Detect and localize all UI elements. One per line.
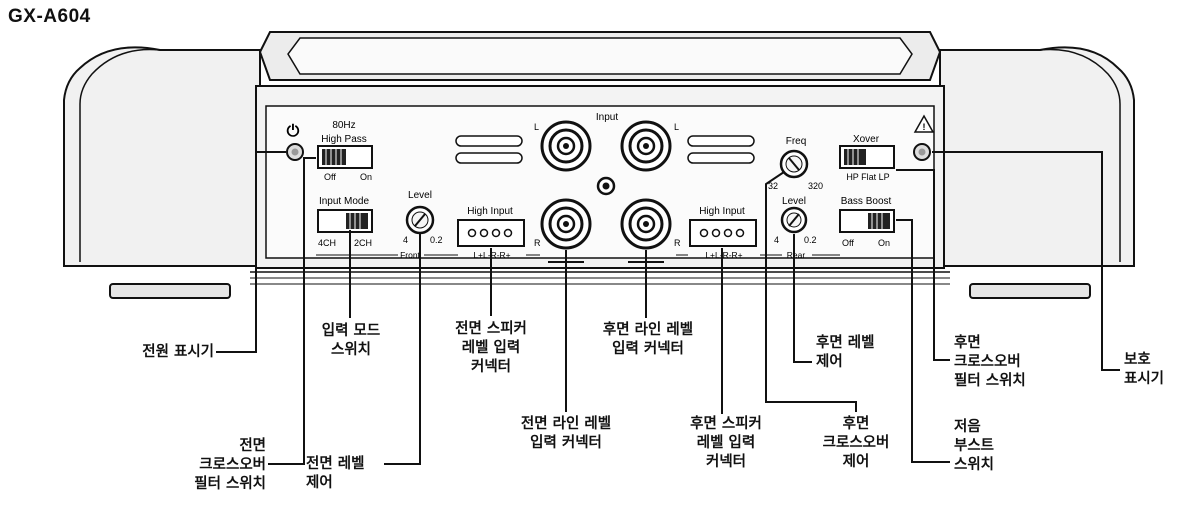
rear-level-knob[interactable] (780, 206, 808, 234)
freq-max: 320 (808, 181, 823, 191)
freq-min: 32 (768, 181, 778, 191)
rear-level-label: Level (782, 196, 806, 207)
input-front-l-label: L (534, 122, 539, 132)
left-foot (109, 283, 231, 299)
front-speaker-input-connector[interactable] (457, 219, 525, 247)
front-level-knob[interactable] (405, 205, 435, 235)
front-high-pass-switch[interactable] (317, 145, 373, 169)
front-level-min: 4 (403, 235, 408, 245)
boost-on-label: On (878, 238, 890, 248)
bass-boost-switch[interactable] (839, 209, 895, 233)
callout-front-speaker-input: 전면 스피커 레벨 입력 커넥터 (455, 321, 527, 375)
rear-level-max: 0.2 (804, 235, 817, 245)
high-pass-on-label: On (360, 172, 372, 182)
left-vent-slots (455, 135, 523, 164)
model-name: GX-A604 (8, 6, 91, 27)
front-level-label: Level (408, 190, 432, 201)
rear-terminal-label: L+L-R-R+ (705, 250, 742, 260)
xover-label: Xover (853, 134, 880, 145)
callout-front-crossover-switch: 전면 크로스오버 필터 스위치 (194, 438, 266, 492)
protection-indicator-led: ! (913, 114, 935, 161)
freq-label: Freq (786, 136, 807, 147)
front-level-max: 0.2 (430, 235, 443, 245)
right-vent-slots (687, 135, 755, 164)
front-line-input-l[interactable] (540, 120, 592, 172)
mode-2ch-label: 2CH (354, 238, 372, 248)
front-group-label: Front (400, 250, 420, 260)
callout-power-indicator: 전원 표시기 (142, 344, 214, 360)
callout-front-line-input: 전면 라인 레벨 입력 커넥터 (520, 416, 612, 451)
input-mode-switch[interactable] (317, 209, 373, 233)
left-heatsink-inner (79, 48, 161, 262)
rear-crossover-freq-knob[interactable] (779, 149, 809, 179)
rear-group-label: Rear (787, 250, 806, 260)
bass-boost-label: Bass Boost (841, 196, 892, 207)
callout-rear-crossover-control: 후면 크로스오버 제어 (822, 416, 890, 470)
hz-label: 80Hz (332, 120, 355, 131)
amplifier-body (63, 31, 1135, 299)
input-rear-l-label: L (674, 122, 679, 132)
rear-crossover-filter-switch[interactable] (839, 145, 895, 169)
high-pass-off-label: Off (324, 172, 336, 182)
callout-rear-crossover-switch: 후면 크로스오버 필터 스위치 (954, 335, 1026, 389)
left-heatsink (63, 46, 261, 267)
callout-input-mode-switch: 입력 모드 스위치 (321, 323, 381, 358)
leader-lines (216, 151, 1120, 465)
svg-text:!: ! (923, 122, 926, 132)
rear-line-input-r[interactable] (620, 198, 672, 250)
power-indicator-led: ⏻ (286, 123, 304, 161)
xover-options: HP Flat LP (846, 172, 889, 182)
boost-off-label: Off (842, 238, 854, 248)
right-foot (969, 283, 1091, 299)
top-cover-window (287, 37, 913, 75)
front-high-input-label: High Input (467, 206, 513, 217)
rear-level-min: 4 (774, 235, 779, 245)
power-icon: ⏻ (287, 123, 300, 140)
callout-protection-indicator: 보호 표시기 (1124, 352, 1165, 387)
front-terminal-label: L+L-R-R+ (473, 250, 510, 260)
input-mode-label: Input Mode (319, 196, 369, 207)
right-heatsink (939, 46, 1135, 267)
callout-bass-boost-switch: 저음 부스트 스위치 (954, 419, 995, 473)
rear-speaker-input-connector[interactable] (689, 219, 757, 247)
high-pass-label: High Pass (321, 134, 367, 145)
warning-triangle-icon (913, 114, 935, 133)
rear-line-input-l[interactable] (620, 120, 672, 172)
callout-rear-speaker-input: 후면 스피커 레벨 입력 커넥터 (690, 416, 762, 470)
callout-rear-line-input: 후면 라인 레벨 입력 커넥터 (602, 322, 694, 357)
input-label: Input (596, 112, 618, 123)
right-heatsink-inner (1039, 48, 1121, 262)
mode-4ch-label: 4CH (318, 238, 336, 248)
rear-high-input-label: High Input (699, 206, 745, 217)
callout-front-level-control: 전면 레벨 제어 (306, 456, 365, 491)
input-rear-r-label: R (674, 238, 681, 248)
ground-screw-icon (596, 176, 616, 196)
input-front-r-label: R (534, 238, 541, 248)
front-line-input-r[interactable] (540, 198, 592, 250)
callout-rear-level-control: 후면 레벨 제어 (816, 335, 875, 370)
